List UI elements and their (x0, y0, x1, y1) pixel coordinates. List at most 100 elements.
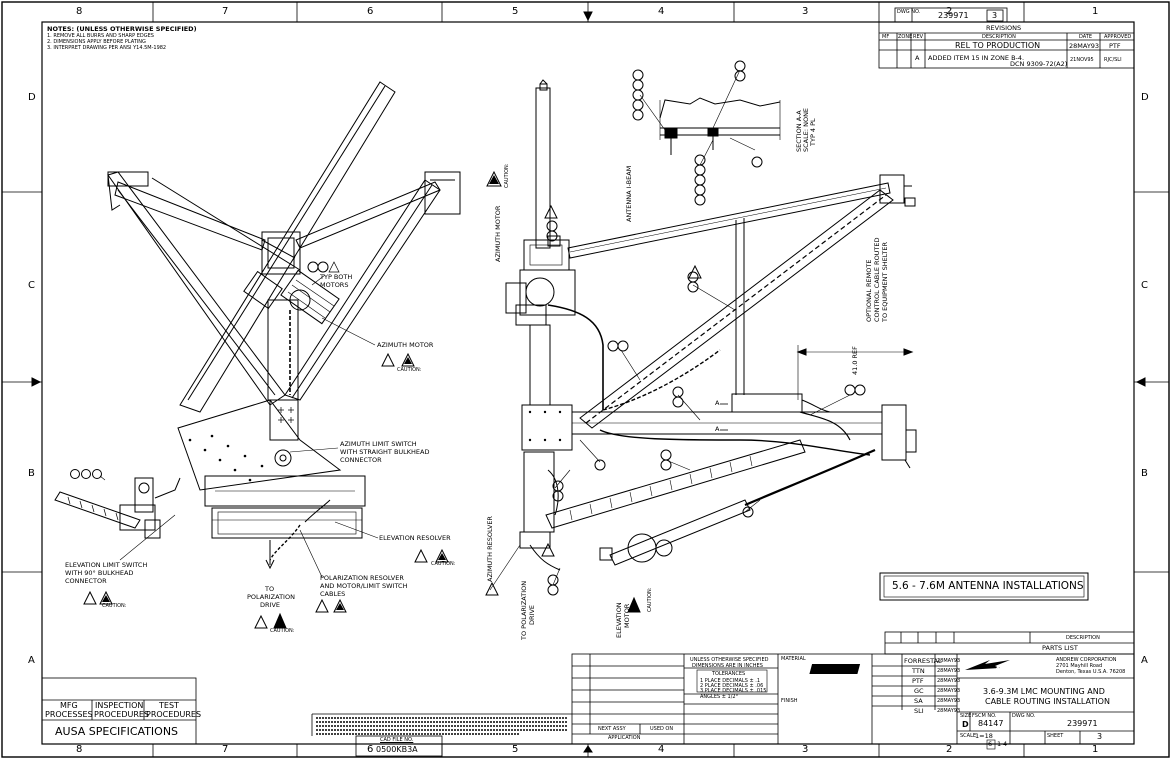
parts-list-title: PARTS LIST (1042, 644, 1078, 652)
label-drive: DRIVE (260, 601, 280, 609)
rev-row2-rev: A (915, 54, 920, 62)
installations-banner: 5.6 - 7.6M ANTENNA INSTALLATIONS (892, 580, 1084, 592)
scale-value: 1=18 (975, 732, 993, 740)
dwg-no-label: DWG NO. (897, 9, 921, 15)
label-pol-resolver-1: POLARIZATION RESOLVER (320, 574, 404, 582)
company-logo: ANDREW (995, 665, 1028, 673)
zone-bottom-6: 6 (367, 744, 374, 755)
label-azimuth-motor: AZIMUTH MOTOR (377, 341, 434, 349)
dwg-no-top: 239971 (938, 11, 969, 20)
zone-bottom-4: 4 (658, 744, 665, 755)
zone-bottom-7: 7 (222, 744, 229, 755)
sheet-box-2: 1 (997, 740, 1002, 748)
zone-bottom-3: 3 (802, 744, 809, 755)
rev-header-date: DATE (1079, 34, 1093, 40)
notes-title: NOTES: (UNLESS OTHERWISE SPECIFIED) (47, 25, 197, 33)
section-mark-upper: A (715, 399, 720, 407)
sheet-box-1: 6 (988, 740, 993, 748)
dwg-label: DWG NO. (1012, 713, 1036, 719)
zone-right-C: C (1141, 280, 1148, 291)
spec-inspection: INSPECTION (95, 701, 144, 710)
label-caution-6: CAUTION: (647, 587, 653, 612)
sig-name-1: FORRESTAL (904, 657, 942, 665)
spec-procedures-2: PROCEDURES (146, 710, 202, 719)
zone-top-2: 2 (946, 6, 953, 17)
company-name: ANDREW CORPORATION (1056, 657, 1117, 663)
scale-label: SCALE (960, 733, 977, 739)
sheet-rev-top: 3 (992, 11, 998, 20)
label-az-limit-2: WITH STRAIGHT BULKHEAD (340, 448, 430, 456)
tol-title: TOLERANCES (712, 671, 746, 677)
label-elevation-vertical: ELEVATION (615, 602, 623, 638)
label-drive-vertical: DRIVE (528, 605, 536, 625)
tol-line-4: ANGLES ± 1/2° (700, 694, 739, 700)
dimension-41-ref: 41.0 REF (851, 346, 859, 375)
sig-date-1: 28MAY93 (937, 658, 961, 664)
label-az-limit-1: AZIMUTH LIMIT SWITCH (340, 440, 417, 448)
rev-header-zone: ZONE (898, 34, 913, 40)
cad-file-label: CAD FILE NO. (380, 737, 414, 743)
zone-bottom-2: 2 (946, 744, 953, 755)
zone-left-C: C (28, 280, 35, 291)
drawing-title-1: 3.6-9.3M LMC MOUNTING AND (983, 687, 1105, 696)
sig-name-2: TTN (912, 667, 925, 675)
company-address-2: Denton, Texas U.S.A. 76208 (1056, 669, 1126, 675)
tol-application: APPLICATION (608, 735, 641, 741)
label-caution-3: CAUTION: (102, 603, 127, 609)
sig-date-2: 28MAY93 (937, 668, 961, 674)
tol-material: MATERIAL (781, 656, 806, 662)
zone-left-D: D (28, 92, 36, 103)
sheet-label: SHEET (1047, 733, 1064, 739)
label-pol-resolver-2: AND MOTOR/LIMIT SWITCH (320, 582, 408, 590)
sheet-box-3: 4 (1003, 740, 1008, 748)
spec-test: TEST (159, 701, 179, 710)
label-pol-resolver-3: CABLES (320, 590, 346, 598)
label-motor-vertical: MOTOR (623, 603, 631, 628)
tol-head-1: UNLESS OTHERWISE SPECIFIED (690, 657, 769, 663)
rev-header-rev: REV (913, 34, 924, 40)
zone-right-A: A (1141, 655, 1148, 666)
label-el-limit-3: CONNECTOR (65, 577, 107, 585)
zone-top-8: 8 (76, 6, 83, 17)
label-antenna-ibeam: ANTENNA I-BEAM (625, 165, 633, 222)
rev-row1-date: 28MAY93 (1069, 42, 1100, 50)
label-typ-both: TYP BOTH (320, 273, 353, 281)
tol-used-on: USED ON (650, 726, 674, 732)
company-address-1: 2701 Mayhill Road (1056, 663, 1103, 669)
zone-right-B: B (1141, 468, 1148, 479)
rev-row2-description: ADDED ITEM 15 IN ZONE B-4. (928, 54, 1025, 62)
zone-top-5: 5 (512, 6, 519, 17)
rev-row2-description-2: DCN 9309-72(A2) (1010, 60, 1068, 68)
zone-bottom-5: 5 (512, 744, 519, 755)
label-optional-remote-2: CONTROL CABLE ROUTED (873, 237, 881, 322)
zone-top-1: 1 (1092, 6, 1099, 17)
rev-header-mf: MF (882, 34, 890, 40)
zone-top-4: 4 (658, 6, 665, 17)
rev-row1-description: REL TO PRODUCTION (955, 41, 1041, 50)
drawing-size: D (962, 720, 969, 729)
zone-bottom-8: 8 (76, 744, 83, 755)
label-motors: MOTORS (320, 281, 349, 289)
sig-name-4: GC (914, 687, 924, 695)
fscm-label: FSCM NO. (972, 713, 997, 719)
zone-top-6: 6 (367, 6, 374, 17)
tol-line-3: 3 PLACE DECIMALS ± .015 (700, 688, 767, 694)
tol-finish: FINISH (781, 698, 798, 704)
drawing-number: 239971 (1067, 719, 1098, 728)
sig-name-5: SA (914, 697, 923, 705)
drawing-rev: 3 (1097, 732, 1103, 741)
label-to: TO (265, 585, 275, 593)
tol-line-2: 2 PLACE DECIMALS ± .06 (700, 683, 764, 689)
tol-head-2: DIMENSIONS ARE IN INCHES (692, 663, 763, 669)
rev-row1-approved: PTF (1109, 42, 1121, 50)
zone-left-B: B (28, 468, 35, 479)
parts-list-description: DESCRIPTION (1066, 635, 1100, 641)
label-to-polarization-vertical: TO POLARIZATION (520, 580, 528, 640)
notes-line-2: 2. DIMENSIONS APPLY BEFORE PLATING (47, 39, 146, 45)
label-azimuth-motor-vertical: AZIMUTH MOTOR (494, 205, 502, 262)
zone-right-D: D (1141, 92, 1149, 103)
zone-top-7: 7 (222, 6, 229, 17)
sig-date-5: 28MAY93 (937, 698, 961, 704)
rev-header-description: DESCRIPTION (982, 34, 1016, 40)
